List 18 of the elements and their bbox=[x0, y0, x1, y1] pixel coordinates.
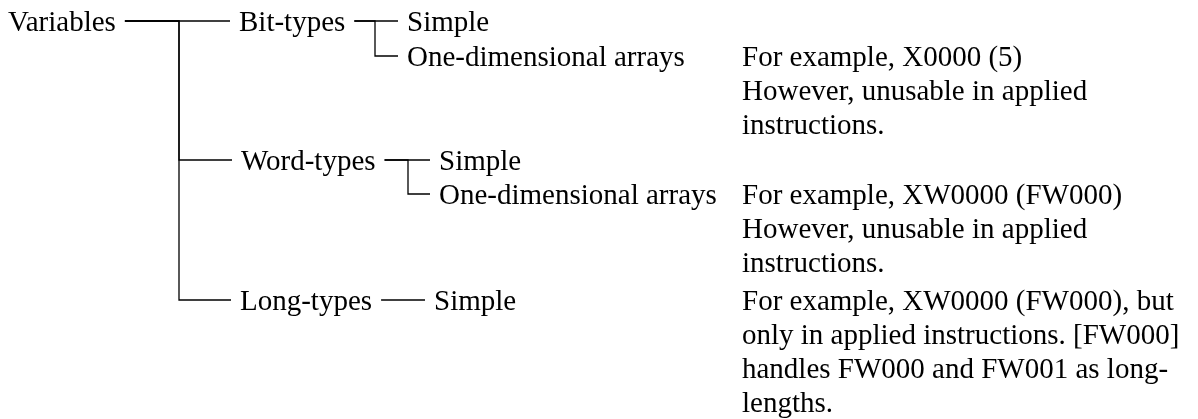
note-text: However, unusable in applied instructions. bbox=[742, 73, 1089, 141]
tree-connector bbox=[380, 299, 426, 301]
tree-connector bbox=[383, 159, 431, 195]
tree-label: Bit-types bbox=[230, 4, 355, 38]
tree-connector bbox=[124, 20, 232, 301]
tree-connector bbox=[353, 20, 399, 57]
tree-label: Simple bbox=[398, 4, 499, 38]
tree-label: One-dimensional arrays bbox=[430, 177, 726, 211]
note-text: For example, XW0000 (FW000) bbox=[742, 177, 1124, 211]
note-text: However, unusable in applied instructions. bbox=[742, 211, 1089, 279]
tree-label: One-dimensional arrays bbox=[398, 39, 694, 73]
tree-label: Simple bbox=[430, 143, 531, 177]
note-text: For example, X0000 (5) bbox=[742, 39, 1024, 73]
note-text: For example, XW0000 (FW000), but only in applied instructions. [FW000] handles FW000 and FW001 as long-lengths. bbox=[742, 283, 1181, 419]
tree-label: Long-types bbox=[231, 283, 382, 317]
tree-label: Simple bbox=[425, 283, 526, 317]
tree-label: Variables bbox=[0, 4, 125, 38]
tree-label: Word-types bbox=[232, 143, 385, 177]
